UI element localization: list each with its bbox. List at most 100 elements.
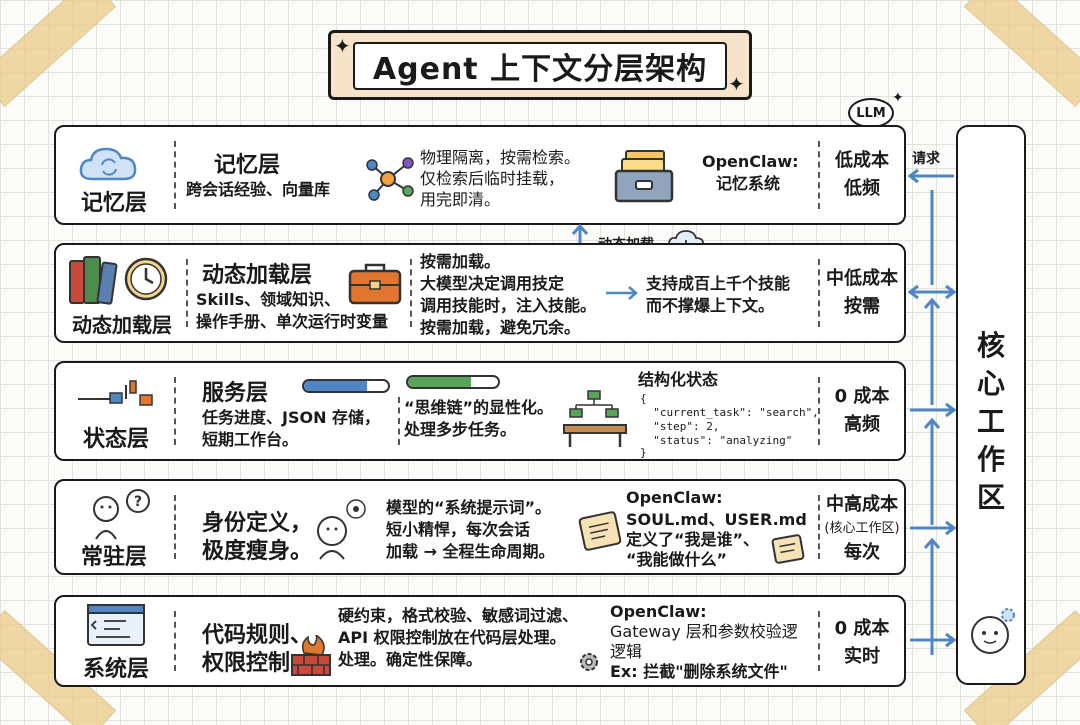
layer-desc: 任务进度、JSON 存储， bbox=[202, 407, 380, 428]
connector-arrows bbox=[900, 140, 960, 660]
layer-detail: 短小精悍，每次会话 bbox=[386, 519, 530, 540]
layer-detail: 处理。确定性保障。 bbox=[338, 649, 482, 670]
json-line: "status": "analyzing" bbox=[640, 433, 792, 448]
layer-desc: 跨会话经验、向量库 bbox=[186, 179, 330, 200]
sparkle-icon: ✦ bbox=[892, 90, 904, 106]
json-line: "current_task": "search", bbox=[640, 405, 819, 420]
divider bbox=[174, 495, 176, 559]
cost-amount: 0 成本 bbox=[820, 615, 904, 643]
thinking-figure-icon bbox=[310, 497, 374, 561]
svg-text:?: ? bbox=[134, 494, 142, 510]
layer-dynamic: 动态加载层 动态加载层 Skills、领域知识、 操作手册、单次运行时变量 按需… bbox=[54, 243, 906, 343]
tape-top-right bbox=[964, 0, 1080, 107]
layer-side-label: 系统层 bbox=[72, 651, 160, 683]
layer-detail: 硬约束，格式校验、敏感词过滤、 bbox=[338, 605, 578, 626]
sparkle-icon: ✦ bbox=[334, 34, 351, 58]
books-icon bbox=[66, 253, 122, 305]
layer-note: Gateway 层和参数校验逻 bbox=[610, 621, 798, 642]
progress-bar-blue bbox=[302, 379, 390, 393]
json-line: } bbox=[640, 445, 647, 460]
divider bbox=[174, 377, 176, 445]
layer-side-label: 记忆层 bbox=[72, 185, 156, 217]
layer-note: 记忆系统 bbox=[716, 173, 780, 194]
layer-note: OpenClaw: bbox=[626, 487, 723, 508]
layer-heading: 动态加载层 bbox=[202, 257, 312, 289]
scroll-icon bbox=[578, 511, 622, 551]
layer-desc: 操作手册、单次运行时变量 bbox=[196, 311, 388, 332]
core-label-char: 区 bbox=[958, 479, 1024, 517]
layer-detail: 模型的“系统提示词”。 bbox=[386, 497, 551, 518]
layer-heading: 极度瘦身。 bbox=[202, 533, 312, 565]
layer-detail: 按需加载。 bbox=[420, 251, 500, 272]
divider bbox=[186, 259, 188, 327]
json-line: "step": 2, bbox=[640, 419, 719, 434]
cost-amount: 中低成本 bbox=[820, 265, 904, 293]
layer-detail: 处理多步任务。 bbox=[404, 419, 516, 440]
layer-note: SOUL.md、USER.md bbox=[626, 509, 807, 530]
json-title: 结构化状态 bbox=[638, 369, 718, 390]
cost-label: 低成本 低频 bbox=[820, 147, 904, 203]
layer-resident: ? 常驻层 身份定义， 极度瘦身。 模型的“系统提示词”。 短小精悍，每次会话 … bbox=[54, 479, 906, 575]
request-label: 请求 bbox=[912, 148, 940, 168]
layer-note: Ex: 拦截"删除系统文件" bbox=[610, 661, 788, 682]
layer-detail: 加载 → 全程生命周期。 bbox=[386, 541, 555, 562]
layer-note: 定义了“我是谁”、 bbox=[626, 529, 759, 550]
cost-label: 中低成本 按需 bbox=[820, 265, 904, 321]
divider bbox=[398, 397, 400, 445]
layer-side-label: 动态加载层 bbox=[62, 309, 182, 338]
layer-detail: 调用技能时，注入技能。 bbox=[420, 295, 596, 316]
layer-detail: 按需加载，避免冗余。 bbox=[420, 317, 580, 338]
layer-note: “我能做什么” bbox=[626, 549, 727, 570]
cost-frequency: 高频 bbox=[820, 411, 904, 439]
layer-memory: 记忆层 记忆层 跨会话经验、向量库 物理隔离，按需检索。 仅检索后临时挂载， 用… bbox=[54, 125, 906, 225]
cost-amount: 低成本 bbox=[820, 147, 904, 175]
cost-label: 0 成本 实时 bbox=[820, 615, 904, 671]
core-label-char: 心 bbox=[958, 365, 1024, 403]
clock-icon bbox=[122, 255, 170, 303]
layer-detail: 仅检索后临时挂载， bbox=[420, 168, 564, 189]
divider bbox=[174, 141, 176, 209]
layer-note: OpenClaw: bbox=[702, 151, 799, 172]
file-box-icon bbox=[612, 145, 676, 205]
layer-side-label: 常驻层 bbox=[72, 539, 156, 571]
network-nodes-icon bbox=[364, 155, 416, 201]
layer-detail: 物理隔离，按需检索。 bbox=[420, 147, 580, 168]
sparkle-icon: ✦ bbox=[728, 72, 745, 96]
tape-top-left bbox=[0, 0, 116, 107]
layer-heading: 服务层 bbox=[202, 375, 268, 407]
layer-side-label: 状态层 bbox=[72, 421, 160, 453]
cost-label: 中高成本 (核心工作区) 每次 bbox=[820, 493, 904, 565]
divider bbox=[410, 259, 412, 327]
core-work-area: 核 心 工 作 区 bbox=[956, 125, 1026, 685]
layer-note: 而不撑爆上下文。 bbox=[646, 295, 774, 316]
layer-heading: 权限控制 bbox=[202, 645, 290, 677]
toolbox-icon bbox=[346, 259, 404, 307]
page-title: Agent 上下文分层架构 bbox=[373, 44, 707, 88]
layer-state: 状态层 服务层 任务进度、JSON 存储， 短期工作台。 “思维链”的显性化。 … bbox=[54, 361, 906, 461]
cost-label: 0 成本 高频 bbox=[820, 383, 904, 439]
layer-note: 逻辑 bbox=[610, 641, 642, 662]
cost-frequency: 低频 bbox=[820, 175, 904, 203]
cost-frequency: 实时 bbox=[820, 643, 904, 671]
core-label: 核 心 工 作 区 bbox=[958, 327, 1024, 517]
llm-badge: LLM bbox=[848, 98, 894, 128]
core-label-char: 工 bbox=[958, 403, 1024, 441]
scroll-icon bbox=[770, 533, 806, 565]
firewall-icon bbox=[288, 635, 334, 677]
gear-icon bbox=[576, 649, 602, 675]
layer-desc: 短期工作台。 bbox=[202, 429, 298, 450]
layer-detail: 用完即清。 bbox=[420, 189, 500, 210]
progress-bar-green bbox=[406, 375, 500, 389]
flowchart-desk-icon bbox=[560, 387, 630, 449]
layer-note: OpenClaw: bbox=[610, 601, 707, 622]
cost-amount: 0 成本 bbox=[820, 383, 904, 411]
layer-detail: “思维链”的显性化。 bbox=[404, 397, 553, 418]
code-window-icon bbox=[86, 603, 146, 647]
json-line: { bbox=[640, 391, 647, 406]
title-banner: Agent 上下文分层架构 bbox=[328, 30, 752, 100]
core-label-char: 核 bbox=[958, 327, 1024, 365]
cost-note: (核心工作区) bbox=[820, 517, 904, 541]
layer-system: 系统层 代码规则、 权限控制 硬约束，格式校验、敏感词过滤、 API 权限控制放… bbox=[54, 595, 906, 687]
layer-desc: Skills、领域知识、 bbox=[196, 289, 340, 310]
llm-badge-label: LLM bbox=[856, 106, 886, 121]
